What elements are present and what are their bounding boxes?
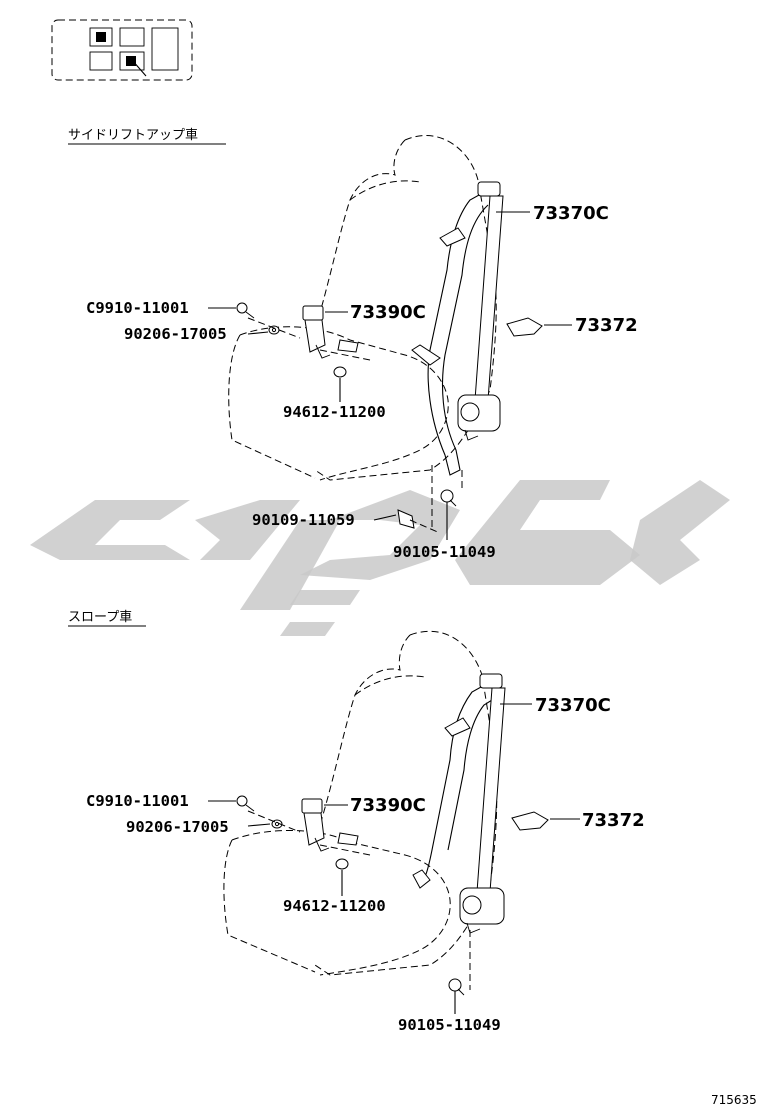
callout-c9910-11001[interactable]: C9910-11001: [86, 299, 189, 317]
callout-90105-11049[interactable]: 90105-11049: [393, 543, 496, 561]
callout-73390c[interactable]: 73390C: [350, 795, 426, 816]
bolt-icon: [397, 509, 415, 529]
bolt-icon: [236, 795, 255, 812]
seat-outline: [223, 630, 498, 976]
callout-73370c[interactable]: 73370C: [535, 695, 611, 716]
callout-73372[interactable]: 73372: [582, 810, 645, 831]
bolt-icon: [236, 302, 255, 319]
callout-73372[interactable]: 73372: [575, 315, 638, 336]
callout-90206-17005[interactable]: 90206-17005: [126, 818, 229, 836]
callout-94612-11200[interactable]: 94612-11200: [283, 897, 386, 915]
callout-90109-11059[interactable]: 90109-11059: [252, 511, 355, 529]
seatbelt-outer-assembly: [412, 673, 506, 934]
callout-c9910-11001[interactable]: C9910-11001: [86, 792, 189, 810]
buckle-73390c: [302, 305, 371, 361]
seatbelt-outer-assembly: [411, 181, 504, 476]
callout-90206-17005[interactable]: 90206-17005: [124, 325, 227, 343]
section-heading: サイドリフトアップ車: [68, 128, 198, 143]
bolt-icon: [448, 978, 465, 996]
buckle-73390c: [301, 798, 371, 856]
section-heading: スロープ車: [68, 610, 132, 625]
section-side-liftup: サイドリフトアップ車: [68, 128, 638, 561]
callout-94612-11200[interactable]: 94612-11200: [283, 403, 386, 421]
callout-73390c[interactable]: 73390C: [350, 302, 426, 323]
watermark-logo: [30, 480, 730, 636]
nut-icon: [333, 366, 347, 378]
clip-icon: [506, 317, 543, 337]
washer-icon: [268, 325, 280, 335]
nut-icon: [335, 858, 349, 870]
clip-icon: [511, 811, 549, 831]
vehicle-seat-layout-icon: [51, 19, 193, 81]
diagram-id: 715635: [711, 1093, 757, 1107]
callout-73370c[interactable]: 73370C: [533, 203, 609, 224]
callout-90105-11049[interactable]: 90105-11049: [398, 1016, 501, 1034]
section-slope: スロープ車: [68, 610, 645, 1034]
